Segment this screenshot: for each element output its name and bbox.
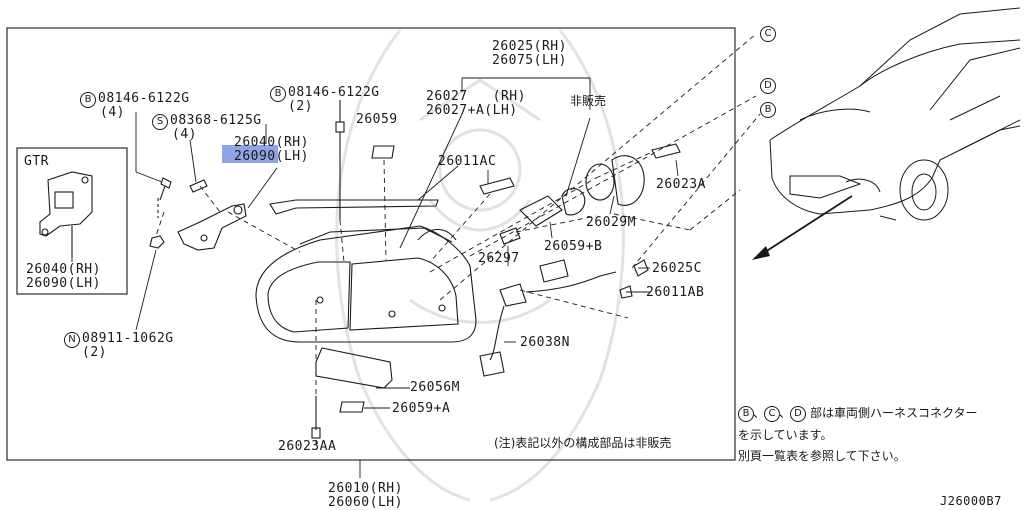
marker-b-mid: B xyxy=(270,86,286,102)
part-lens-rh[interactable]: 26027 (RH) xyxy=(426,89,526,104)
part-bracket-lh[interactable]: 26090(LH) xyxy=(234,149,309,164)
sticker-26059 xyxy=(371,145,395,159)
connector-note-line3: 別頁一覧表を参照して下さい。 xyxy=(738,449,906,463)
callout-arrow xyxy=(761,195,853,255)
car-illustration xyxy=(769,7,1021,221)
note-sep-1: 、 xyxy=(753,406,766,420)
part-bolt-s[interactable]: 08368-6125G xyxy=(170,113,262,128)
part-26059a[interactable]: 26059+A xyxy=(392,401,451,416)
note-marker-b: B xyxy=(738,406,754,422)
note-marker-c: C xyxy=(764,406,780,422)
part-26056m[interactable]: 26056M xyxy=(410,380,460,395)
part-bracket-rh[interactable]: 26040(RH) xyxy=(234,135,309,150)
part-bolt-b-mid[interactable]: 08146-6122G xyxy=(288,85,380,100)
part-lens-lh[interactable]: 26027+A(LH) xyxy=(426,103,518,118)
not-sold-label: 非販売 xyxy=(570,94,607,108)
part-nut[interactable]: 08911-1062G xyxy=(82,331,174,346)
part-housing-rh[interactable]: 26025(RH) xyxy=(492,39,567,54)
diagram-code: J26000B7 xyxy=(940,494,1002,508)
bracket-26040 xyxy=(177,203,247,251)
bulb-parts xyxy=(479,143,681,299)
gtr-title: GTR xyxy=(24,154,49,169)
screw-26023aa xyxy=(311,396,321,439)
gtr-bracket-drawing xyxy=(39,171,93,258)
part-harness-26038n[interactable]: 26038N xyxy=(520,335,570,350)
part-headlamp-lh[interactable]: 26060(LH) xyxy=(328,495,403,510)
part-headlamp-rh[interactable]: 26010(RH) xyxy=(328,481,403,496)
part-nut-qty: (2) xyxy=(82,345,107,360)
note-marker-d: D xyxy=(790,406,806,422)
part-26023a[interactable]: 26023A xyxy=(656,177,706,192)
connector-note-line2: を示しています。 xyxy=(738,428,833,442)
part-26011ab[interactable]: 26011AB xyxy=(646,285,705,300)
part-26297[interactable]: 26297 xyxy=(478,251,520,266)
connector-note-line1: 部は車両側ハーネスコネクター xyxy=(810,406,978,420)
marker-b-left: B xyxy=(80,92,96,108)
part-26011ac[interactable]: 26011AC xyxy=(438,154,497,169)
part-26025c[interactable]: 26025C xyxy=(652,261,702,276)
leader-lines xyxy=(71,77,679,478)
marker-b-right: B xyxy=(760,102,776,118)
part-bolt-s-qty: (4) xyxy=(172,127,197,142)
bracket-26056m xyxy=(315,347,393,389)
marker-s: S xyxy=(152,114,168,130)
dashed-lines xyxy=(155,33,761,396)
harness-26038n xyxy=(479,271,617,377)
part-26059[interactable]: 26059 xyxy=(356,112,398,127)
not-sold-note: (注)表記以外の構成部品は非販売 xyxy=(494,436,672,450)
headlamp-body xyxy=(255,225,477,343)
part-26029m[interactable]: 26029M xyxy=(586,215,636,230)
part-bolt-b-left-qty: (4) xyxy=(100,105,125,120)
gtr-part-lh[interactable]: 26090(LH) xyxy=(26,276,101,291)
marker-c: C xyxy=(760,26,776,42)
part-26023aa[interactable]: 26023AA xyxy=(278,439,337,454)
main-frame xyxy=(6,27,736,461)
bolt-mid xyxy=(335,100,345,220)
gtr-inset-frame xyxy=(16,147,128,295)
part-bolt-b-mid-qty: (2) xyxy=(288,99,313,114)
trim-strip xyxy=(269,199,439,215)
part-26059b[interactable]: 26059+B xyxy=(544,239,603,254)
bolt-group-left xyxy=(149,177,208,249)
selected-part-highlight xyxy=(222,145,278,163)
marker-d: D xyxy=(760,78,776,94)
watermark-crest xyxy=(335,29,625,502)
marker-n: N xyxy=(64,332,80,348)
gtr-part-rh[interactable]: 26040(RH) xyxy=(26,262,101,277)
part-bolt-b-left[interactable]: 08146-6122G xyxy=(98,91,190,106)
part-housing-lh[interactable]: 26075(LH) xyxy=(492,53,567,68)
note-sep-2: 、 xyxy=(779,406,792,420)
